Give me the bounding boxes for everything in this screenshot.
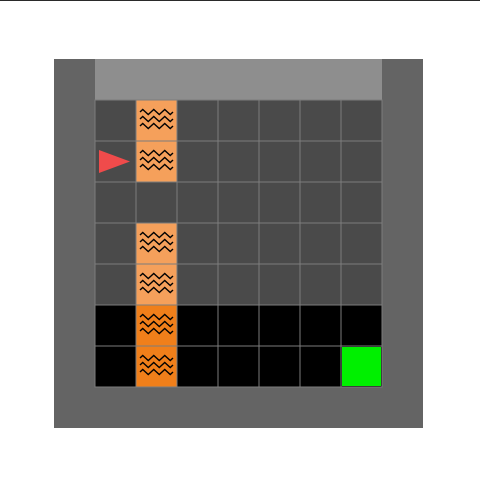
goal-square-icon — [342, 347, 381, 386]
wave-lava-icon — [139, 361, 174, 369]
wave-lava-icon — [139, 115, 174, 123]
floor-cell — [340, 99, 383, 142]
floor-cell — [176, 99, 219, 142]
wave-lava-icon — [139, 272, 174, 280]
triangle-agent-icon — [99, 150, 130, 173]
floor-cell — [299, 99, 342, 142]
floor-cell — [340, 263, 383, 306]
wave-lava-icon — [139, 313, 174, 321]
floor-cell — [217, 99, 260, 142]
floor-cell — [176, 140, 219, 183]
wave-lava-icon — [139, 327, 174, 335]
floor-cell — [94, 304, 137, 347]
floor-cell — [94, 181, 137, 224]
floor-cell — [217, 263, 260, 306]
floor-cell — [258, 222, 301, 265]
floor-cell — [299, 304, 342, 347]
wave-lava-icon — [139, 156, 174, 164]
floor-cell — [299, 181, 342, 224]
floor-cell — [94, 222, 137, 265]
wave-lava-icon — [139, 320, 174, 328]
floor-cell — [176, 304, 219, 347]
wave-lava-icon — [139, 231, 174, 239]
floor-cell — [176, 263, 219, 306]
floor-cell — [340, 181, 383, 224]
floor-cell — [299, 222, 342, 265]
wave-lava-icon — [139, 245, 174, 253]
floor-cell — [258, 304, 301, 347]
floor-cell — [258, 140, 301, 183]
screen-top-border — [0, 0, 480, 1]
wave-lava-icon — [139, 354, 174, 362]
floor-cell — [299, 140, 342, 183]
wave-lava-icon — [139, 279, 174, 287]
floor-cell — [258, 345, 301, 388]
floor-cell — [258, 181, 301, 224]
floor-cell — [94, 263, 137, 306]
floor-cell — [340, 304, 383, 347]
wave-lava-icon — [139, 163, 174, 171]
fog-strip — [95, 59, 382, 100]
wave-lava-icon — [139, 108, 174, 116]
floor-cell — [217, 304, 260, 347]
floor-cell — [94, 345, 137, 388]
floor-cell — [258, 99, 301, 142]
wave-lava-icon — [139, 238, 174, 246]
gridworld-board — [54, 59, 423, 428]
floor-cell — [176, 181, 219, 224]
wave-lava-icon — [139, 368, 174, 376]
wave-lava-icon — [139, 149, 174, 157]
floor-cell — [340, 140, 383, 183]
floor-cell — [299, 263, 342, 306]
floor-cell — [176, 222, 219, 265]
floor-cell — [217, 140, 260, 183]
floor-cell — [340, 222, 383, 265]
floor-cell — [176, 345, 219, 388]
floor-cell — [217, 222, 260, 265]
floor-cell — [217, 345, 260, 388]
gridworld-svg — [54, 59, 423, 428]
floor-cell — [299, 345, 342, 388]
wave-lava-icon — [139, 286, 174, 294]
wave-lava-icon — [139, 122, 174, 130]
floor-cell — [217, 181, 260, 224]
floor-cell — [94, 99, 137, 142]
floor-cell — [258, 263, 301, 306]
floor-cell — [135, 181, 178, 224]
